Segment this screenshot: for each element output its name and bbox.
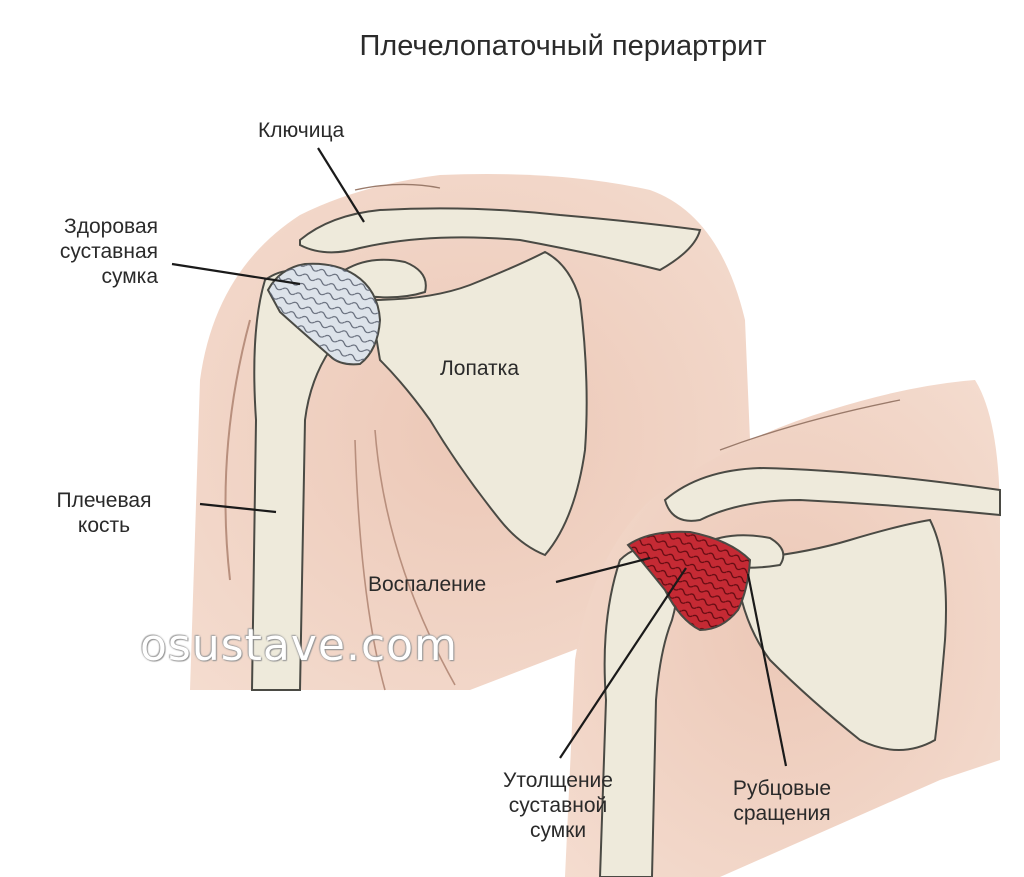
healthy-shoulder-figure: [190, 174, 755, 691]
leader-humerus: [199, 502, 277, 514]
inflamed-shoulder-figure: [565, 380, 1001, 877]
scapula-bone: [368, 250, 588, 557]
diagram-title: Плечелопаточный периартрит: [359, 30, 767, 62]
clavicle-bone-2: [663, 466, 1001, 522]
label-clavicle: Ключица: [258, 119, 345, 142]
label-healthy-bursa: Здоровая суставная сумка: [0, 214, 158, 289]
leader-healthy-bursa: [171, 262, 301, 286]
label-thickening-line-2: суставной: [508, 794, 608, 817]
label-humerus: Плечевая кость: [20, 488, 188, 538]
label-thickening: Утолщение суставной сумки: [470, 768, 646, 843]
leader-inflammation: [555, 556, 651, 584]
leader-clavicle: [317, 147, 365, 223]
label-adhesions-line-2: сращения: [733, 802, 831, 825]
label-adhesions: Рубцовые сращения: [700, 776, 864, 826]
label-scapula: Лопатка: [440, 357, 519, 380]
leader-thickening: [559, 567, 687, 759]
label-healthy-bursa-line-1: Здоровая: [64, 215, 158, 238]
clavicle-bone: [299, 207, 702, 272]
label-humerus-line-1: Плечевая: [56, 489, 152, 512]
label-healthy-bursa-line-3: сумка: [101, 265, 158, 288]
label-healthy-bursa-line-2: суставная: [59, 240, 158, 263]
label-inflammation: Воспаление: [368, 573, 487, 596]
label-adhesions-line-1: Рубцовые: [732, 777, 832, 800]
leader-lines: [171, 147, 788, 767]
inflamed-bursa: [626, 530, 752, 632]
label-humerus-line-2: кость: [77, 514, 131, 537]
label-thickening-line-1: Утолщение: [503, 769, 613, 792]
scapula-bone-2: [733, 518, 947, 751]
label-thickening-line-3: сумки: [529, 819, 587, 842]
watermark: osustave.com: [140, 620, 458, 671]
leader-adhesions: [746, 573, 788, 767]
